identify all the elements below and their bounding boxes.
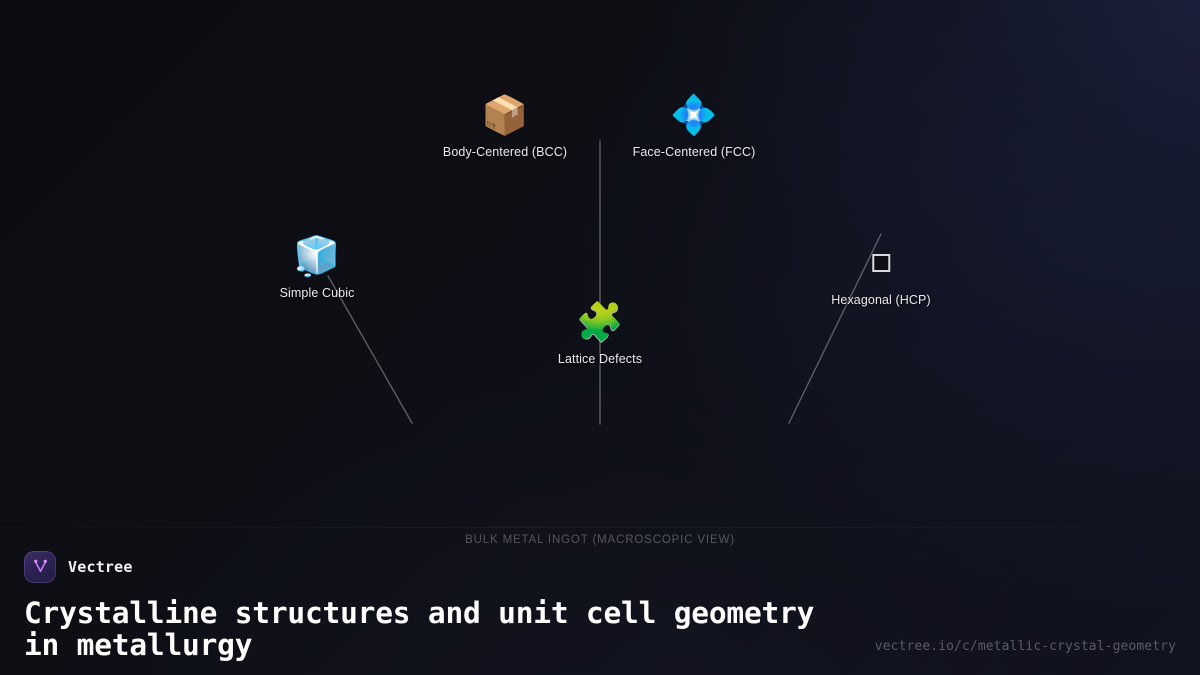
graph-node-label: Face-Centered (FCC)	[632, 145, 756, 159]
graph-node-label: Simple Cubic	[279, 286, 355, 300]
page-title: Crystalline structures and unit cell geo…	[24, 595, 815, 662]
brand-name: Vectree	[68, 557, 133, 576]
footer-divider	[0, 527, 1200, 528]
vectree-v-logo-icon	[24, 550, 56, 583]
ice-cube-icon: 🧊	[293, 234, 341, 278]
missing-glyph-box-icon	[872, 241, 890, 285]
macroscopic-view-caption: BULK METAL INGOT (MACROSCOPIC VIEW)	[465, 534, 735, 546]
graph-node-label: Hexagonal (HCP)	[831, 293, 931, 307]
graph-node-label: Lattice Defects	[557, 352, 643, 366]
footer-row: Crystalline structures and unit cell geo…	[24, 597, 1176, 661]
footer: Vectree Crystalline structures and unit …	[0, 550, 1200, 675]
graph-node-simple-cubic[interactable]: 🧊 Simple Cubic	[280, 234, 355, 300]
graph-node-lattice-defects[interactable]: 🧩 Lattice Defects	[558, 300, 642, 366]
diamond-with-dot-icon: 💠	[670, 93, 718, 137]
package-box-icon: 📦	[481, 93, 529, 137]
puzzle-piece-icon: 🧩	[576, 300, 624, 344]
brand[interactable]: Vectree	[24, 550, 1176, 583]
graph-node-fcc[interactable]: 💠 Face-Centered (FCC)	[633, 93, 756, 159]
graph-node-bcc[interactable]: 📦 Body-Centered (BCC)	[443, 93, 567, 159]
graph-node-label: Body-Centered (BCC)	[442, 145, 568, 159]
page-url[interactable]: vectree.io/c/metallic-crystal-geometry	[874, 639, 1176, 654]
graph-node-hcp[interactable]: Hexagonal (HCP)	[831, 241, 930, 307]
